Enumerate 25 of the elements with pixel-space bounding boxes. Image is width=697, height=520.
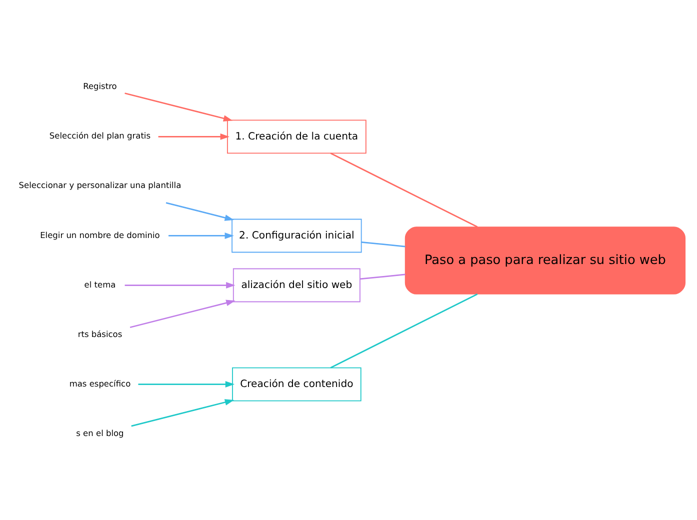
node-text: Selección del plan gratis xyxy=(49,130,151,140)
node-text: el tema xyxy=(84,278,116,289)
connector xyxy=(330,292,478,368)
arrow xyxy=(158,132,230,140)
arrow xyxy=(131,398,234,426)
node-box: Creación de contenido xyxy=(232,366,362,401)
node-box: Paso a paso para realizar su sitio web xyxy=(404,226,686,294)
connector xyxy=(360,273,406,280)
node-text: Registro xyxy=(83,80,117,91)
node-text: Elegir un nombre de dominio xyxy=(40,229,160,240)
node-box: 2. Configuración inicial xyxy=(232,218,362,252)
arrow xyxy=(124,92,233,121)
node-box: 1. Creación de la cuenta xyxy=(227,119,366,154)
arrow xyxy=(168,232,234,238)
arrow xyxy=(130,299,236,328)
connector xyxy=(330,152,478,228)
node-text: Seleccionar y personalizar una plantilla xyxy=(18,180,182,190)
node-box: alización del sitio web xyxy=(232,268,360,302)
arrow xyxy=(166,202,234,220)
node-text: s en el blog xyxy=(76,427,124,438)
arrow xyxy=(124,282,236,288)
node-text: mas específico xyxy=(69,378,131,388)
node-text: rts básicos xyxy=(78,328,122,338)
connector xyxy=(361,240,406,247)
arrow xyxy=(138,380,235,388)
